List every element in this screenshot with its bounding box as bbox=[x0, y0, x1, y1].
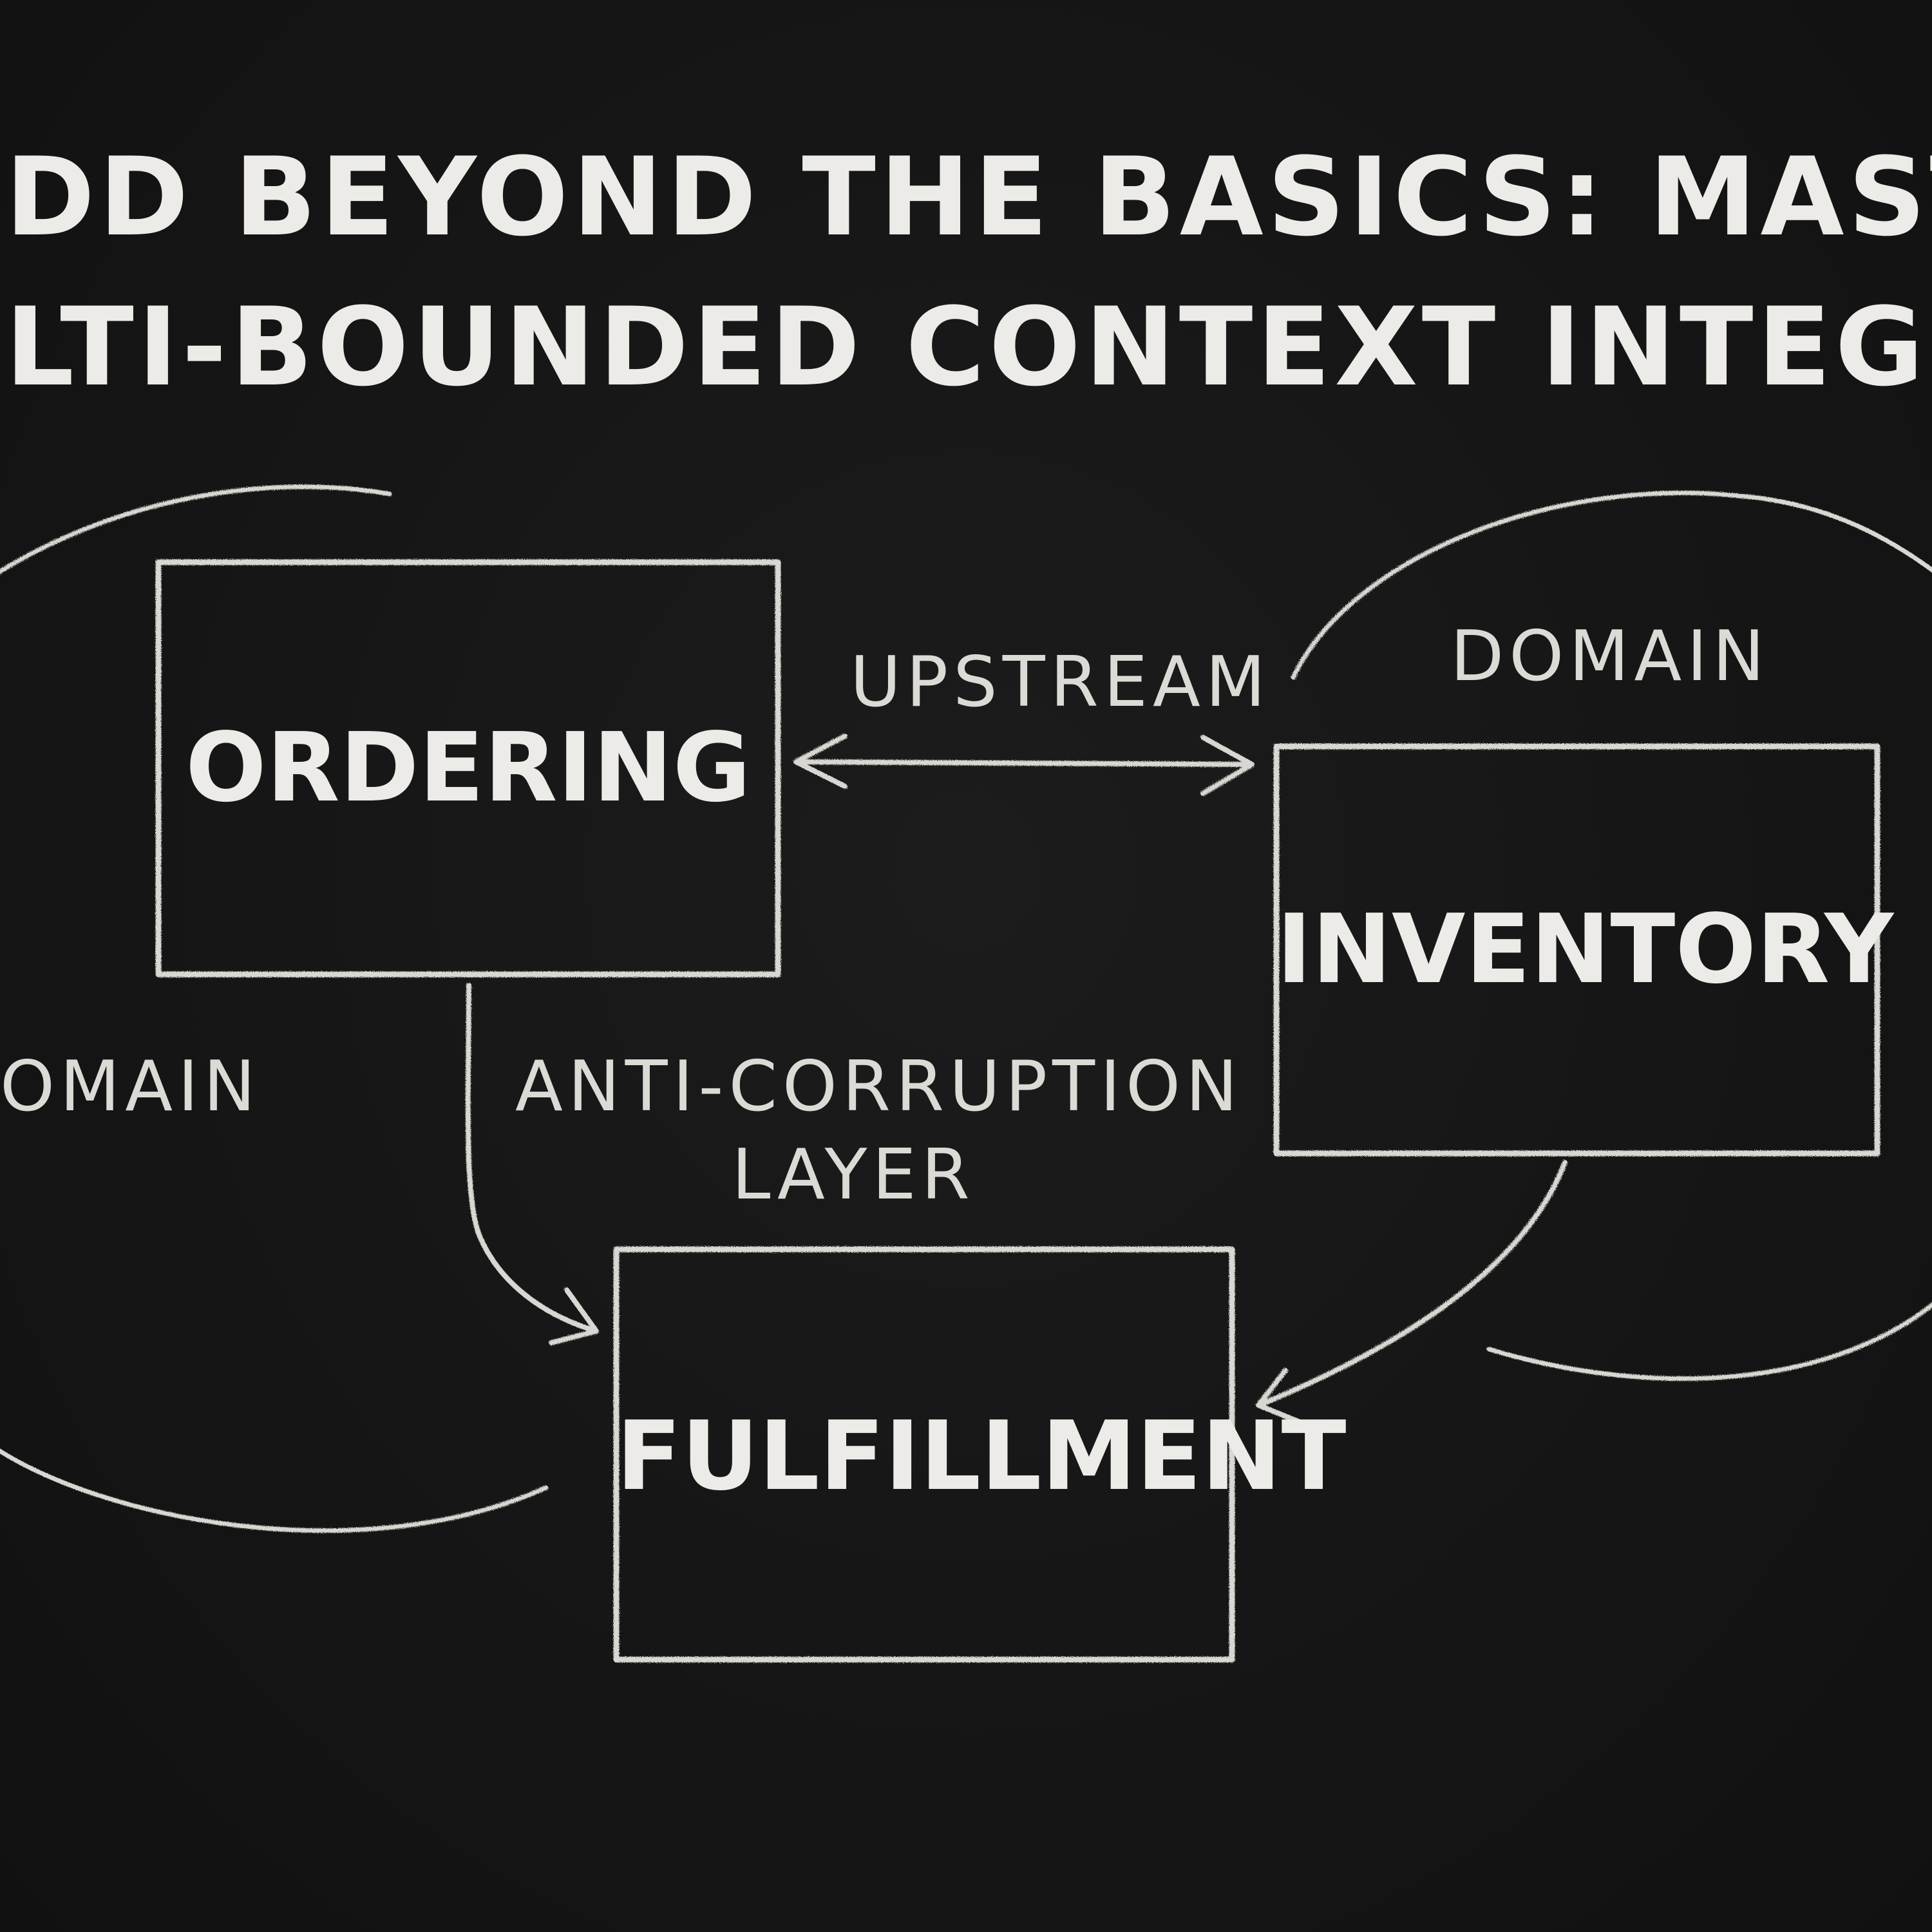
anti-corruption-label-line1: ANTI-CORRUPTION bbox=[515, 1046, 1243, 1127]
fulfillment-box bbox=[613, 1246, 1235, 1663]
right-domain-arc-bottom bbox=[1486, 1302, 1932, 1381]
left-domain-arc-top bbox=[0, 484, 392, 574]
inventory-to-fulfillment-arrowhead bbox=[1256, 1368, 1302, 1425]
inventory-to-fulfillment-arrow bbox=[1260, 1160, 1567, 1406]
title-line-1: DD BEYOND THE BASICS: MASTERING bbox=[5, 134, 1932, 260]
title-line-2: LTI-BOUNDED CONTEXT INTEGRATIO bbox=[5, 284, 1932, 410]
left-domain-arc-bottom bbox=[0, 1448, 549, 1533]
upstream-arrow-shaft bbox=[796, 759, 1252, 767]
upstream-arrowhead-right bbox=[1200, 735, 1255, 796]
right-domain-label: DOMAIN bbox=[1450, 616, 1770, 697]
ordering-box bbox=[155, 559, 781, 978]
upstream-label: UPSTREAM bbox=[850, 642, 1271, 723]
inventory-label: INVENTORY bbox=[1276, 894, 1894, 1005]
anti-corruption-label-line2: LAYER bbox=[732, 1135, 975, 1215]
fulfillment-label: FULFILLMENT bbox=[616, 1401, 1347, 1511]
left-domain-label: OMAIN bbox=[0, 1046, 261, 1127]
right-domain-arc-top bbox=[1291, 490, 1932, 680]
ordering-to-fulfillment-arrow bbox=[465, 983, 595, 1332]
inventory-box bbox=[1273, 743, 1880, 1157]
ordering-to-fulfillment-arrowhead bbox=[549, 1287, 599, 1345]
ordering-label: ORDERING bbox=[185, 712, 752, 823]
upstream-arrowhead-left bbox=[793, 734, 848, 789]
